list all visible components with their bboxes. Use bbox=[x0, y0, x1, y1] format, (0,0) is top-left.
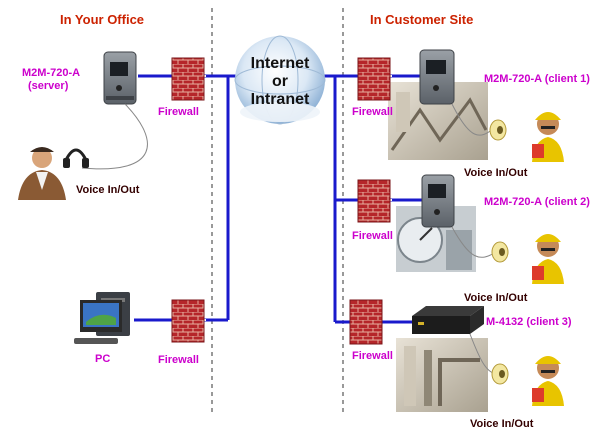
gateway-box-icon bbox=[412, 306, 484, 334]
worker-icon bbox=[532, 234, 564, 284]
office-firewall-top-label: Firewall bbox=[158, 106, 199, 118]
client1-firewall-label: Firewall bbox=[352, 106, 393, 118]
customer-section-title: In Customer Site bbox=[370, 12, 473, 27]
server-role-label: (server) bbox=[28, 80, 69, 92]
client1-voice-label: Voice In/Out bbox=[464, 167, 528, 179]
globe-cloud-icon bbox=[234, 35, 326, 125]
server-name-label: M2M-720-A bbox=[22, 67, 80, 79]
client1-name-label: M2M-720-A (client 1) bbox=[484, 73, 590, 85]
worker-icon bbox=[532, 356, 564, 406]
worker-icon bbox=[532, 112, 564, 162]
office-firewall-bottom-label: Firewall bbox=[158, 354, 199, 366]
client2-name-label: M2M-720-A (client 2) bbox=[484, 196, 590, 208]
cloud-label-intranet: Intranet bbox=[251, 91, 310, 108]
factory-photo bbox=[396, 206, 476, 272]
office-voice-label: Voice In/Out bbox=[76, 184, 140, 196]
office-section-title: In Your Office bbox=[60, 12, 144, 27]
voice-cable bbox=[81, 103, 148, 170]
server-device-icon bbox=[419, 49, 455, 105]
cloud-label-or: or bbox=[272, 73, 288, 90]
person-icon bbox=[18, 147, 66, 200]
server-device-icon bbox=[421, 174, 455, 228]
firewall-icon bbox=[349, 299, 383, 345]
firewall-icon bbox=[171, 57, 205, 101]
factory-photo bbox=[396, 338, 488, 412]
speaker-icon bbox=[489, 119, 507, 141]
speaker-icon bbox=[491, 363, 509, 385]
headset-icon bbox=[63, 148, 89, 168]
client3-firewall-label: Firewall bbox=[352, 350, 393, 362]
client3-name-label: M-4132 (client 3) bbox=[486, 316, 572, 328]
firewall-icon bbox=[357, 179, 391, 223]
client2-voice-label: Voice In/Out bbox=[464, 292, 528, 304]
pc-label: PC bbox=[95, 353, 110, 365]
firewall-icon bbox=[171, 299, 205, 343]
client3-voice-label: Voice In/Out bbox=[470, 418, 534, 430]
server-device-icon bbox=[103, 51, 137, 105]
cloud-label-internet: Internet bbox=[251, 55, 310, 72]
client2-firewall-label: Firewall bbox=[352, 230, 393, 242]
pc-icon bbox=[74, 292, 130, 344]
speaker-icon bbox=[491, 241, 509, 263]
firewall-icon bbox=[357, 57, 391, 101]
